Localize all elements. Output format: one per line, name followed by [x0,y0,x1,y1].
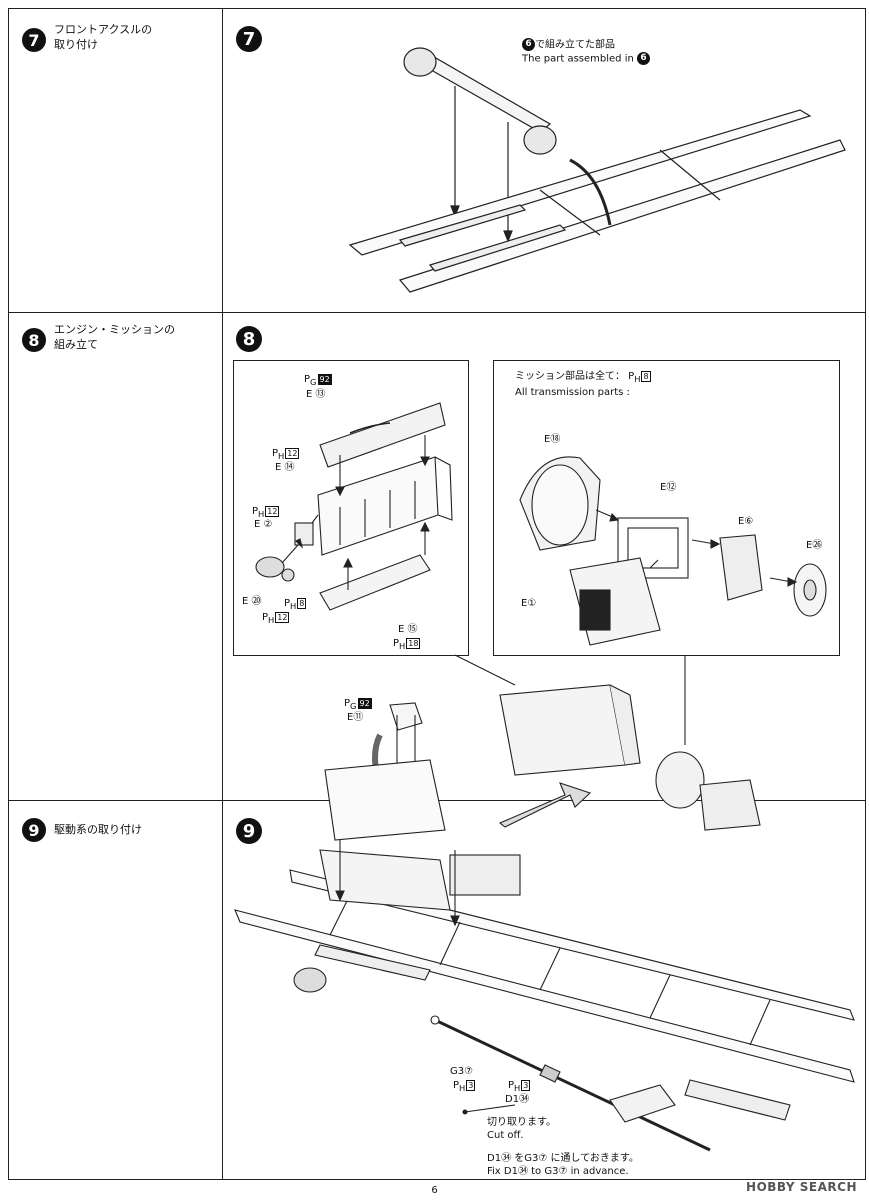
ref-step-badge: 6 [522,38,535,51]
step-9-diagram-badge: 9 [236,818,262,844]
step-7-diagram-badge: 7 [236,26,262,52]
engine-assembly-combined-illustration [324,654,761,841]
fix-note-jp: D1㉞ をG3⑦ に通しておきます。 [487,1153,639,1164]
part-label-e6: E⑥ [738,516,754,527]
watermark: HOBBY SEARCH [746,1180,857,1194]
part-label-e1: E① [521,598,537,609]
transmission-subassembly-box [493,360,840,656]
part-label-d1-34: D1㉞ [505,1094,530,1105]
joint-paint-no: 3 [521,1080,531,1091]
step-7-badge: 7 [22,28,46,52]
part-label-e11: E⑪ [347,712,364,723]
step7-note-en: The part assembled in [522,53,634,64]
fix-note-en: Fix D1㉞ to G3⑦ in advance. [487,1166,629,1177]
part-label-e2: E ② [254,519,273,530]
part-label-e20: E ⑳ [242,596,262,607]
engine-subassembly-box [233,360,469,656]
page-number: 6 [431,1185,438,1196]
engine-block-illustration [255,402,453,611]
part-label-e13: E ⑬ [306,389,326,400]
part-label-g3-7: G3⑦ [450,1066,474,1077]
ref-step-badge-en: 6 [637,51,651,65]
shaft-paint-no: 3 [466,1080,476,1091]
part-label-e18: E⑱ [544,434,561,445]
front-axle-illustration [348,47,846,293]
fix-advance-note: D1㉞ をG3⑦ に通しておきます。 Fix D1㉞ to G3⑦ in adv… [487,1152,639,1178]
page-frame [8,8,866,1180]
column-divider [222,8,223,1180]
part-label-e15: E ⑮ [398,624,418,635]
part-label-e26: E㉖ [806,540,823,551]
trans-note-jp: ミッション部品は全て： [515,371,625,382]
step-8-diagram-badge: 8 [236,326,262,352]
trans-note-en: All transmission parts : [515,387,630,398]
step7-note-jp: で組み立てた部品 [535,39,615,51]
step-8-title: エンジン・ミッションの 組み立て [54,323,175,351]
cut-note-jp: 切り取ります。 [487,1117,556,1128]
exhaust-paint-no: 92 [357,698,372,709]
part-label-e12: E⑫ [660,482,677,493]
part-label-e14: E ⑭ [275,462,295,473]
cut-off-note: 切り取ります。 Cut off. [487,1116,556,1142]
row-divider-7-8 [8,312,866,313]
chassis-drivetrain-illustration [234,840,855,1152]
trans-paint-no: 8 [641,371,651,382]
step-9-badge: 9 [22,818,46,842]
step-7-title: フロントアクスルの 取り付け [54,23,153,51]
step-8-badge: 8 [22,328,46,352]
cut-note-en: Cut off. [487,1130,524,1141]
step-9-title: 駆動系の取り付け [54,823,142,836]
transmission-illustration [519,456,827,646]
